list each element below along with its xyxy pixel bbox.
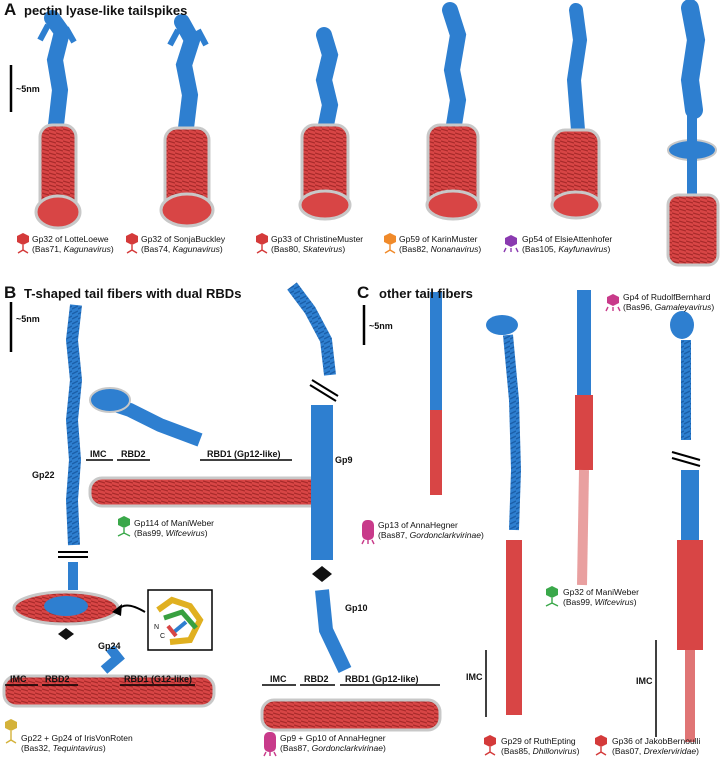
phage-icon-a2 — [126, 233, 138, 254]
scale-label-b: ~5nm — [16, 314, 40, 324]
label-rbd1-gp114: RBD1 (Gp12-like) — [207, 449, 281, 459]
structure-gp114 — [88, 387, 332, 508]
caption-sonjabuckley: Gp32 of SonjaBuckley (Bas74, Kagunavirus… — [141, 234, 226, 254]
tailspike-karinmuster — [425, 2, 481, 221]
structure-gp36 — [670, 311, 703, 742]
structure-gp29 — [486, 315, 522, 715]
phage-icon-gp13 — [361, 520, 375, 545]
structure-gp24 — [2, 644, 216, 708]
caption-gp22-gp24: Gp22 + Gp24 of IrisVonRoten (Bas32, Tequ… — [21, 733, 133, 753]
structure-gp22 — [12, 304, 120, 626]
phage-icon-gp29 — [484, 735, 496, 756]
caption-gp4: Gp4 of RudolfBernhard (Bas96, Gamaleyavi… — [623, 292, 715, 312]
phage-icon-gp36 — [595, 735, 607, 756]
phage-icon-a5 — [503, 235, 519, 253]
panel-c-letter: C — [357, 283, 370, 302]
label-rbd1-gp9: RBD1 (Gp12-like) — [345, 674, 419, 684]
inset-rbd-fold — [147, 589, 213, 651]
caption-gp32-maniweber: Gp32 of ManiWeber (Bas99, Wifcevirus) — [563, 587, 639, 607]
tailspike-tall-rightmost — [666, 0, 720, 267]
panel-b-title: T-shaped tail fibers with dual RBDs — [24, 286, 242, 301]
label-imc-gp36: IMC — [636, 676, 653, 686]
structure-gp9 — [287, 282, 339, 560]
panel-a-letter: A — [4, 0, 17, 19]
scale-label-c: ~5nm — [369, 321, 393, 331]
panel-b-letter: B — [4, 283, 17, 302]
phage-icon-a1 — [17, 233, 29, 254]
structure-gp4 — [575, 290, 593, 586]
label-rbd2-gp22: RBD2 — [45, 674, 70, 684]
phage-icon-a3 — [256, 233, 268, 254]
label-rbd2-gp114: RBD2 — [121, 449, 146, 459]
label-gp9: Gp9 — [335, 455, 353, 465]
panel-a-title: pectin lyase-like tailspikes — [24, 3, 188, 18]
phage-icon-gp114 — [117, 516, 131, 537]
label-rbd2-gp9: RBD2 — [304, 674, 329, 684]
caption-karinmuster: Gp59 of KarinMuster (Bas82, Nonanavirus) — [399, 234, 482, 254]
label-gp22: Gp22 — [32, 470, 55, 480]
caption-gp9-gp10: Gp9 + Gp10 of AnnaHegner (Bas87, Gordonc… — [280, 733, 386, 753]
phage-icon-gp32c — [545, 586, 559, 607]
scale-label-a: ~5nm — [16, 84, 40, 94]
structure-gp10 — [260, 589, 442, 732]
inset-label-c: C — [160, 633, 166, 640]
label-rbd1-gp22: RBD1 (G12-like) — [124, 674, 193, 684]
label-imc-gp9: IMC — [270, 674, 287, 684]
phage-icon-gp9 — [263, 732, 277, 757]
caption-elsieattenhofer: Gp54 of ElsieAttenhofer (Bas105, Kayfuna… — [522, 234, 613, 254]
tailspike-elsieattenhofer — [550, 3, 602, 220]
caption-lotteloewe: Gp32 of LotteLoewe (Bas71, Kagunavirus) — [32, 234, 114, 254]
label-imc-gp29: IMC — [466, 672, 483, 682]
tailspike-lotteloewe — [34, 10, 82, 230]
tailspike-sonjabuckley — [159, 14, 215, 228]
caption-christinemuster: Gp33 of ChristineMuster (Bas80, Skatevir… — [271, 234, 364, 254]
label-imc-gp22: IMC — [10, 674, 27, 684]
caption-gp29: Gp29 of RuthEpting (Bas85, Dhillonvirus) — [501, 736, 580, 756]
caption-gp36: Gp36 of JakobBernoulli (Bas07, Drexlervi… — [612, 736, 701, 756]
inset-label-n: N — [154, 624, 160, 631]
interaction-marker-b1 — [58, 628, 74, 640]
caption-gp114: Gp114 of ManiWeber (Bas99, Wifcevirus) — [134, 518, 215, 538]
phage-icon-gp22 — [5, 719, 17, 744]
interaction-marker-b2 — [312, 566, 332, 582]
caption-gp13: Gp13 of AnnaHegner (Bas87, Gordonclarkvi… — [378, 520, 484, 540]
label-gp10: Gp10 — [345, 603, 368, 613]
phage-icon-gp4 — [605, 294, 621, 312]
phage-icon-a4 — [384, 233, 396, 254]
label-gp24: Gp24 — [98, 641, 121, 651]
tailspike-christinemuster — [298, 27, 352, 221]
panel-c-title: other tail fibers — [379, 286, 473, 301]
label-imc-gp114: IMC — [90, 449, 107, 459]
